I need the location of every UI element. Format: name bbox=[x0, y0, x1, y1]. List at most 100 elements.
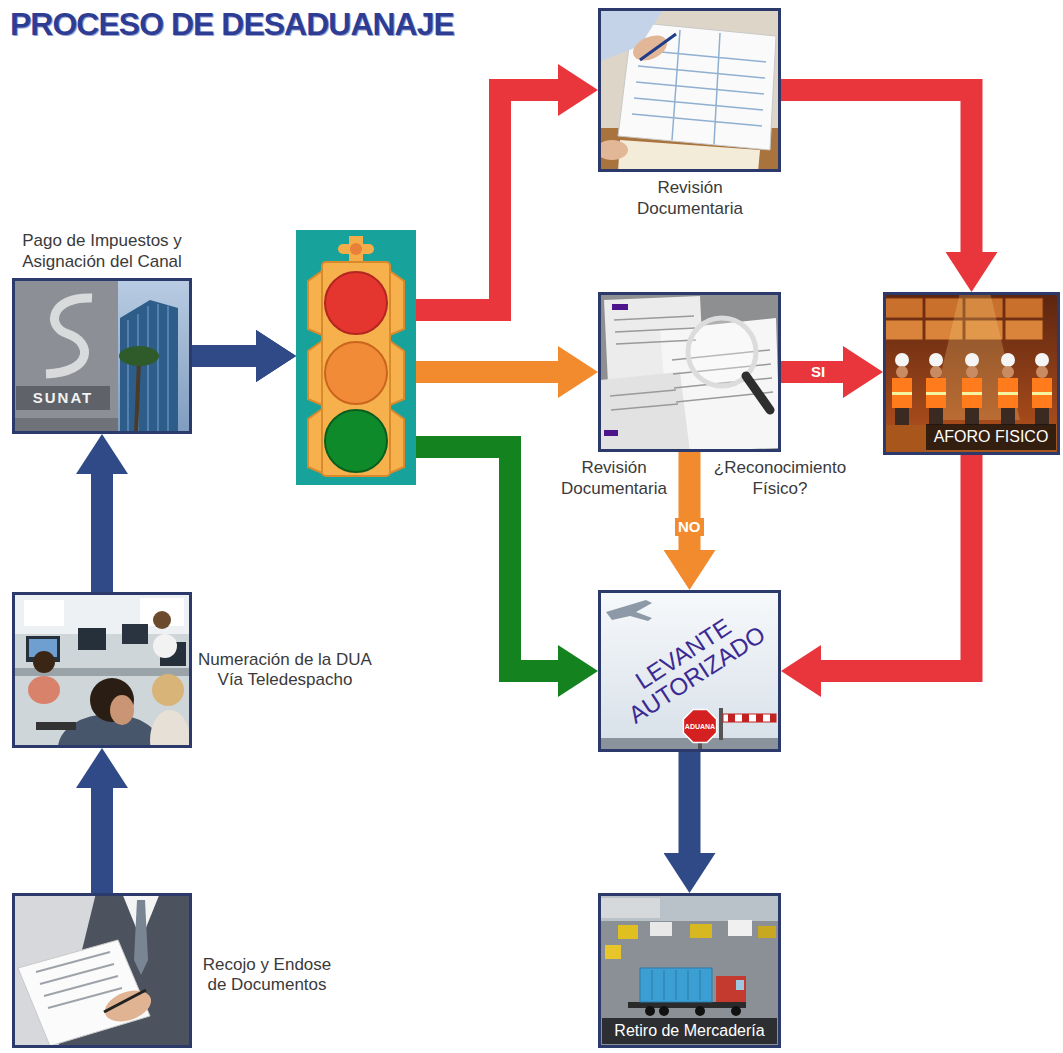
port-yard-photo bbox=[640, 968, 712, 1002]
office-photo bbox=[12, 592, 192, 634]
traffic-light bbox=[308, 409, 322, 473]
office-photo bbox=[122, 624, 148, 644]
feed-arrow bbox=[192, 345, 256, 367]
declaration-box: Numeración de la DUA Vía Teledespacho bbox=[12, 592, 192, 748]
inspection-warehouse-photo bbox=[962, 378, 982, 408]
goods-pickup-box: Retiro de Mercadería bbox=[598, 893, 781, 1048]
traffic-light bbox=[350, 243, 362, 255]
traffic-light bbox=[296, 230, 416, 485]
customs-building-photo bbox=[12, 278, 118, 434]
inspection-warehouse-photo bbox=[1001, 353, 1015, 367]
release-photo bbox=[598, 590, 781, 752]
photo-caption-bar: Retiro de Mercadería bbox=[602, 1018, 777, 1044]
customs-building-photo bbox=[119, 346, 159, 366]
traffic-light bbox=[296, 230, 416, 485]
port-yard-photo bbox=[600, 898, 660, 918]
flow-arrow bbox=[102, 788, 103, 893]
inspection-warehouse-photo bbox=[966, 366, 978, 378]
flow-arrow bbox=[192, 356, 558, 671]
release-photo bbox=[728, 714, 735, 722]
paperwork-photo bbox=[598, 8, 781, 172]
documents-photo bbox=[101, 985, 156, 1028]
port-yard-photo bbox=[650, 922, 672, 936]
flow-arrow bbox=[781, 90, 972, 252]
office-photo bbox=[36, 722, 76, 730]
decision-question: ¿Reconocimiento Físico? bbox=[706, 458, 854, 499]
inspection-warehouse-photo bbox=[1005, 320, 1043, 340]
document-review-box: Revisión Documentaria¿Reconocimiento Fís… bbox=[598, 292, 781, 452]
inspection-warehouse-photo bbox=[930, 366, 942, 378]
port-yard-photo bbox=[695, 1006, 705, 1016]
documents-photo bbox=[12, 893, 192, 1048]
inspection-warehouse-photo bbox=[1035, 353, 1049, 367]
step-caption: Numeración de la DUA Vía Teledespacho bbox=[194, 650, 376, 691]
paperwork-photo bbox=[629, 30, 671, 65]
office-photo bbox=[24, 600, 64, 626]
port-yard-photo bbox=[628, 1002, 746, 1008]
document-review-box: Revisión Documentaria bbox=[598, 8, 781, 172]
feed-arrow bbox=[192, 345, 256, 367]
flow-arrow-shaft bbox=[781, 361, 843, 383]
customs-building-photo bbox=[12, 278, 192, 434]
traffic-light bbox=[322, 262, 390, 476]
documents-photo bbox=[104, 990, 146, 1012]
inspection-photo bbox=[610, 316, 773, 410]
inspection-warehouse-photo bbox=[1002, 366, 1014, 378]
traffic-light bbox=[325, 410, 387, 472]
inspection-warehouse-photo bbox=[1032, 392, 1052, 395]
traffic-light bbox=[338, 244, 374, 254]
port-yard-photo bbox=[716, 976, 746, 1002]
paperwork-photo bbox=[618, 22, 776, 150]
inspection-warehouse-photo bbox=[885, 320, 923, 340]
port-yard-photo bbox=[598, 893, 781, 1048]
channel-arrow bbox=[416, 90, 558, 310]
traffic-light bbox=[390, 341, 404, 405]
release-box: LEVANTE AUTORIZADOADUANA bbox=[598, 590, 781, 752]
inspection-warehouse-photo bbox=[1005, 298, 1043, 318]
physical-inspection-box: AFORO FISICO bbox=[883, 292, 1060, 455]
inspection-warehouse-photo bbox=[885, 298, 923, 318]
traffic-light bbox=[390, 409, 404, 473]
step-caption: Revisión Documentaria bbox=[628, 178, 753, 219]
customs-building-photo bbox=[16, 386, 110, 410]
port-yard-photo bbox=[645, 1006, 655, 1016]
documents-photo bbox=[36, 952, 122, 1008]
traffic-light bbox=[325, 272, 387, 334]
feed-arrow bbox=[192, 345, 256, 367]
inspection-warehouse-photo bbox=[1036, 366, 1048, 378]
sign-text: ADUANA bbox=[683, 723, 717, 730]
inspection-warehouse-photo bbox=[883, 292, 1060, 455]
flow-arrow-shaft bbox=[91, 474, 113, 592]
step-caption: Recojo y Endose de Documentos bbox=[197, 955, 337, 996]
office-photo bbox=[153, 634, 177, 658]
traffic-light bbox=[308, 271, 322, 335]
traffic-light bbox=[390, 271, 404, 335]
flow-arrow bbox=[102, 474, 103, 592]
port-yard-photo bbox=[731, 1006, 741, 1016]
customs-building-photo bbox=[128, 304, 168, 434]
port-yard-photo bbox=[690, 924, 712, 938]
inspection-photo bbox=[600, 372, 690, 452]
channel-arrow bbox=[416, 361, 558, 383]
channel-arrow bbox=[416, 447, 558, 671]
office-photo bbox=[12, 592, 192, 748]
documents-photo bbox=[134, 900, 148, 975]
customs-office-box: Pago de Impuestos y Asignación del Canal… bbox=[12, 278, 192, 434]
step-caption: Pago de Impuestos y Asignación del Canal bbox=[9, 231, 195, 272]
inspection-warehouse-photo bbox=[892, 392, 912, 395]
customs-building-photo bbox=[46, 298, 92, 374]
step-caption: Revisión Documentaria bbox=[554, 458, 674, 499]
photo-caption-bar: AFORO FISICO bbox=[926, 424, 1056, 450]
flow-arrow bbox=[821, 455, 972, 671]
building-sign: SUNAT bbox=[18, 389, 108, 407]
flow-arrow-shaft bbox=[679, 752, 701, 853]
flow-arrow-shaft bbox=[91, 788, 113, 893]
diagram-title: PROCESO DE DESADUANAJE bbox=[10, 6, 454, 43]
edge-label: SI bbox=[808, 363, 828, 382]
release-photo bbox=[756, 714, 763, 722]
customs-building-photo bbox=[120, 300, 178, 434]
port-yard-photo bbox=[758, 926, 776, 938]
port-yard-photo bbox=[605, 945, 621, 959]
